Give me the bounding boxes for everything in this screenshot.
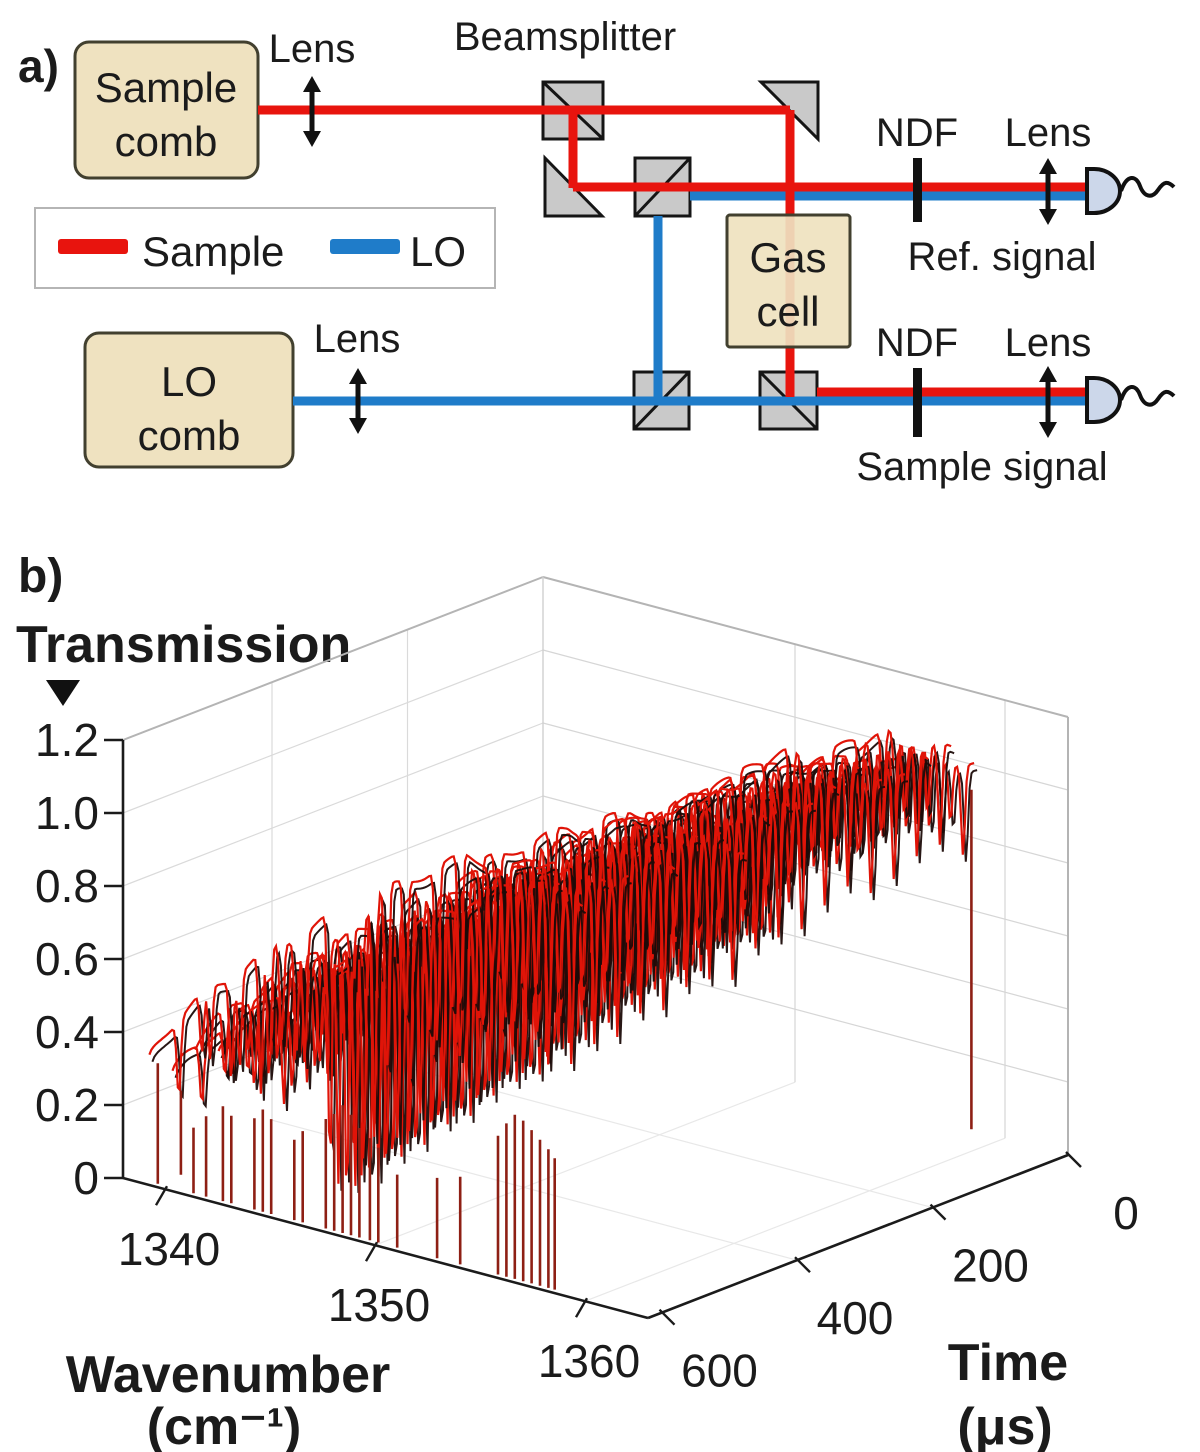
- x-axis-unit: (cm⁻¹): [147, 1398, 302, 1452]
- sample-comb-label-line1: Sample: [95, 64, 237, 111]
- z-tick-label: 0: [73, 1152, 99, 1204]
- left-wall-grid-line: [122, 649, 544, 814]
- lens-top-icon: [303, 76, 321, 147]
- right-wall-grid-line: [542, 649, 1069, 791]
- x-tick: [364, 1241, 379, 1262]
- gas-cell-label-line1: Gas: [749, 234, 826, 281]
- z-axis-title: Transmission: [16, 616, 351, 674]
- legend-lo-label: LO: [410, 228, 466, 275]
- lo-comb-label-line1: LO: [161, 358, 217, 405]
- y-tick: [929, 1203, 947, 1221]
- ndf-top-icon: [913, 158, 922, 222]
- z-axis-pointer-icon: [46, 680, 80, 706]
- optical-setup-panel: a) Sample comb LO comb Sample LO Lens Be…: [18, 15, 1176, 489]
- ndf-top-label: NDF: [876, 111, 958, 155]
- ref-signal-label: Ref. signal: [908, 235, 1097, 279]
- y-tick: [658, 1308, 676, 1326]
- lens-ref-icon: [1039, 158, 1057, 225]
- z-tick-label: 0.2: [35, 1079, 99, 1131]
- lens-lo-icon: [349, 368, 367, 434]
- lens-out-icon: [1039, 366, 1057, 438]
- trace-fit: [151, 860, 563, 1193]
- panel-a-tag: a): [18, 40, 59, 92]
- y-axis-title: Time: [948, 1334, 1068, 1392]
- lens-lo-label: Lens: [314, 317, 401, 361]
- y-tick-label: 0: [1113, 1187, 1139, 1239]
- z-tick-label: 0.8: [35, 860, 99, 912]
- z-tick-label: 0.6: [35, 933, 99, 985]
- x-tick-label: 1340: [118, 1223, 220, 1275]
- y-tick-label: 400: [817, 1292, 894, 1344]
- spectra-3d-chart: 1.2 1.0 0.8 0.6 0.4 0.2 0 1340 1350 1360 600 400 200…: [35, 576, 1139, 1397]
- y-axis-unit: (μs): [957, 1398, 1052, 1452]
- left-wall-grid-line: [122, 722, 544, 887]
- detector-ref-wire: [1119, 176, 1176, 198]
- detector-sample-icon: [1085, 376, 1176, 424]
- z-tick-label: 1.0: [35, 787, 99, 839]
- box-edge: [542, 576, 1069, 718]
- beamsplitter-label: Beamsplitter: [454, 15, 676, 59]
- z-tick-label: 0.4: [35, 1006, 99, 1058]
- y-axis: [647, 1153, 1069, 1320]
- detector-ref-icon: [1085, 167, 1176, 215]
- sample-signal-label: Sample signal: [856, 445, 1107, 489]
- legend-sample-swatch: [58, 239, 128, 254]
- legend-sample-label: Sample: [142, 228, 284, 275]
- trace-measured: [148, 853, 560, 1186]
- floor-grid-line: [584, 1137, 1006, 1302]
- beam-legend: Sample LO: [34, 207, 496, 289]
- x-axis-title: Wavenumber: [66, 1346, 391, 1404]
- sample-comb-label-line2: comb: [115, 118, 218, 165]
- y-tick: [794, 1256, 811, 1274]
- ndf-bottom-label: NDF: [876, 321, 958, 365]
- lo-comb-label-line2: comb: [138, 412, 241, 459]
- x-axis: [122, 1176, 649, 1320]
- floor-grid-line: [374, 1081, 796, 1246]
- ndf-bottom-icon: [913, 368, 922, 437]
- z-tick-label: 1.2: [35, 714, 99, 766]
- y-tick-label: 200: [952, 1240, 1029, 1292]
- floor-grid-line: [407, 1067, 933, 1209]
- y-tick: [1065, 1151, 1082, 1168]
- lens-ref-label: Lens: [1005, 111, 1092, 155]
- gas-cell-label-line2: cell: [756, 288, 819, 335]
- x-tick: [574, 1297, 589, 1318]
- gas-cell: Gas cell: [725, 213, 852, 349]
- left-wall-grid-line: [122, 795, 544, 960]
- box-edge: [122, 576, 544, 741]
- lens-top-label: Lens: [269, 27, 356, 71]
- detector-sample-wire: [1119, 385, 1176, 407]
- panel-b-tag: b): [18, 550, 63, 603]
- y-tick-label: 600: [681, 1345, 758, 1397]
- lens-out-label: Lens: [1005, 321, 1092, 365]
- legend-lo-swatch: [330, 239, 400, 254]
- x-tick: [154, 1185, 169, 1206]
- x-tick-label: 1350: [328, 1279, 430, 1331]
- x-tick-label: 1360: [538, 1335, 640, 1387]
